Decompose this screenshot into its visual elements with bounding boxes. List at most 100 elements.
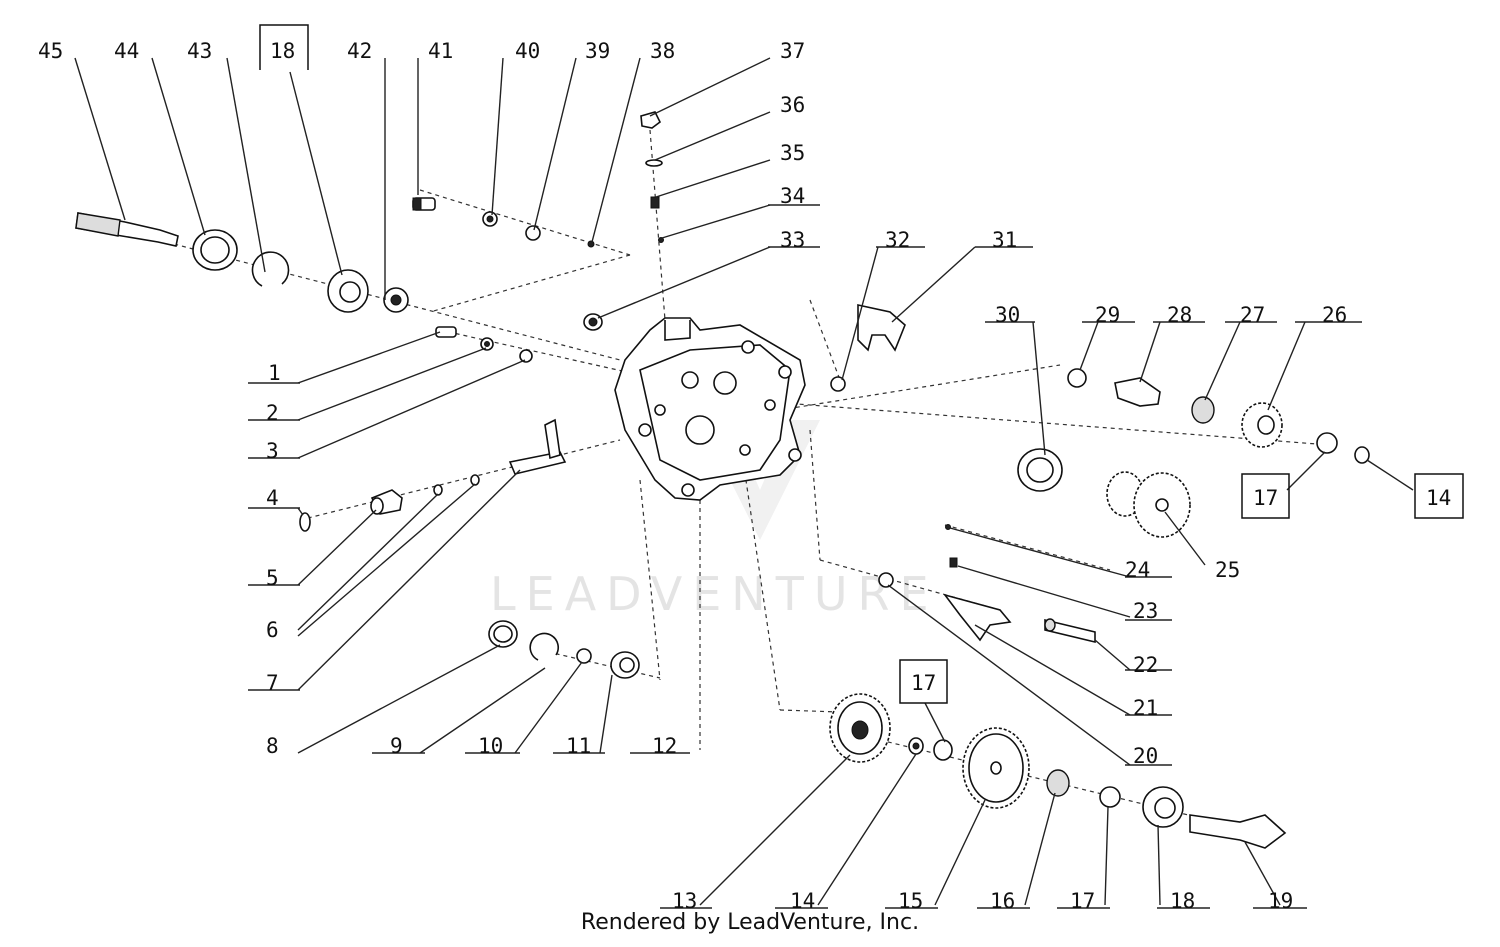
boxed-callout-17-right: 17 <box>1253 486 1278 510</box>
part-4-clip <box>299 512 311 532</box>
callout-22: 22 <box>1133 653 1158 677</box>
callout-36: 36 <box>780 93 805 117</box>
part-34-ball <box>658 237 664 243</box>
transmission-housing <box>614 317 806 501</box>
callout-3: 3 <box>266 439 279 463</box>
part-17-washer <box>1099 786 1121 808</box>
callout-15: 15 <box>898 889 923 913</box>
part-36-washer <box>645 159 663 167</box>
label-boxes <box>259 24 1464 704</box>
part-38-ball <box>587 240 595 248</box>
part-17-washer-lower <box>933 739 953 761</box>
part-2-washer <box>480 337 494 351</box>
part-8-seal <box>488 620 518 648</box>
boxed-callout-14-right: 14 <box>1426 486 1451 510</box>
part-35-spring <box>650 196 660 209</box>
part-41-bolt <box>412 197 436 211</box>
part-31-shift-fork <box>857 304 906 352</box>
callout-39: 39 <box>585 39 610 63</box>
boxed-callout-18-top: 18 <box>270 39 295 63</box>
callout-10: 10 <box>478 734 503 758</box>
part-30-bearing <box>1017 448 1063 492</box>
callout-4: 4 <box>266 486 279 510</box>
part-21-shift-fork <box>942 593 1012 642</box>
part-7-shift-shaft <box>508 418 567 475</box>
part-43-snap-ring <box>251 251 290 287</box>
part-22-shaft <box>1044 618 1096 644</box>
callout-18: 18 <box>1170 889 1195 913</box>
part-18-bearing-upper <box>327 269 369 313</box>
part-3-washer <box>519 349 533 363</box>
callout-41: 41 <box>428 39 453 63</box>
footer-credit: Rendered by LeadVenture, Inc. <box>580 910 920 935</box>
callout-43: 43 <box>187 39 212 63</box>
part-39-washer <box>525 225 541 241</box>
watermark: LEADVENTURE <box>490 567 939 621</box>
callout-30: 30 <box>995 303 1020 327</box>
callout-5: 5 <box>266 566 279 590</box>
callout-17: 17 <box>1070 889 1095 913</box>
callout-33: 33 <box>780 228 805 252</box>
callout-38: 38 <box>650 39 675 63</box>
callout-19: 19 <box>1268 889 1293 913</box>
part-15-gear <box>962 727 1030 809</box>
label-underlines <box>248 204 1362 909</box>
part-19-output-shaft <box>1189 814 1287 849</box>
callout-8: 8 <box>266 734 279 758</box>
callout-13: 13 <box>672 889 697 913</box>
callout-7: 7 <box>266 671 279 695</box>
part-18-bearing-lower <box>1142 786 1184 828</box>
callout-42: 42 <box>347 39 372 63</box>
part-1-bolt <box>435 326 457 338</box>
part-42-bushing <box>383 287 409 313</box>
callout-6: 6 <box>266 618 279 642</box>
callout-25: 25 <box>1215 558 1240 582</box>
part-9-snap-ring <box>529 632 559 661</box>
callout-29: 29 <box>1095 303 1120 327</box>
part-20-ring <box>878 572 894 588</box>
part-33-seal <box>583 313 603 331</box>
boxed-callout-17-lower: 17 <box>911 671 936 695</box>
callout-31: 31 <box>992 228 1017 252</box>
callout-1: 1 <box>268 361 281 385</box>
part-24-ball <box>945 524 951 530</box>
callout-35: 35 <box>780 141 805 165</box>
part-37-bolt <box>640 111 662 129</box>
callout-24: 24 <box>1125 558 1150 582</box>
part-17-washer-right <box>1316 432 1338 454</box>
part-5-collar <box>370 489 403 515</box>
callout-37: 37 <box>780 39 805 63</box>
part-6-o-rings <box>433 474 480 496</box>
callout-2: 2 <box>266 401 279 425</box>
part-11-bearing <box>610 651 640 679</box>
callout-40: 40 <box>515 39 540 63</box>
part-28-shaft <box>1114 377 1161 407</box>
part-23-spring <box>949 557 958 568</box>
callout-32: 32 <box>885 228 910 252</box>
part-25-cluster-gear <box>1106 471 1191 538</box>
part-29-ring <box>1067 368 1087 388</box>
callout-21: 21 <box>1133 696 1158 720</box>
callout-9: 9 <box>390 734 403 758</box>
part-14-ring-lower <box>908 737 924 755</box>
callout-28: 28 <box>1167 303 1192 327</box>
part-10-washer <box>576 648 592 664</box>
part-27-sprocket <box>1191 396 1215 424</box>
part-13-gear <box>829 693 891 763</box>
part-16-sprocket <box>1046 769 1070 797</box>
leader-lines <box>74 57 1414 906</box>
callout-12: 12 <box>652 734 677 758</box>
part-45-shaft <box>75 212 179 247</box>
callout-27: 27 <box>1240 303 1265 327</box>
callout-16: 16 <box>990 889 1015 913</box>
part-14-ring-right <box>1354 446 1370 464</box>
part-32-ring <box>830 376 846 392</box>
callout-26: 26 <box>1322 303 1347 327</box>
part-44-oil-seal <box>192 229 238 271</box>
part-40-nut <box>482 211 498 227</box>
callout-44: 44 <box>114 39 139 63</box>
callout-20: 20 <box>1133 744 1158 768</box>
callout-14: 14 <box>790 889 815 913</box>
part-26-gear <box>1241 402 1283 448</box>
